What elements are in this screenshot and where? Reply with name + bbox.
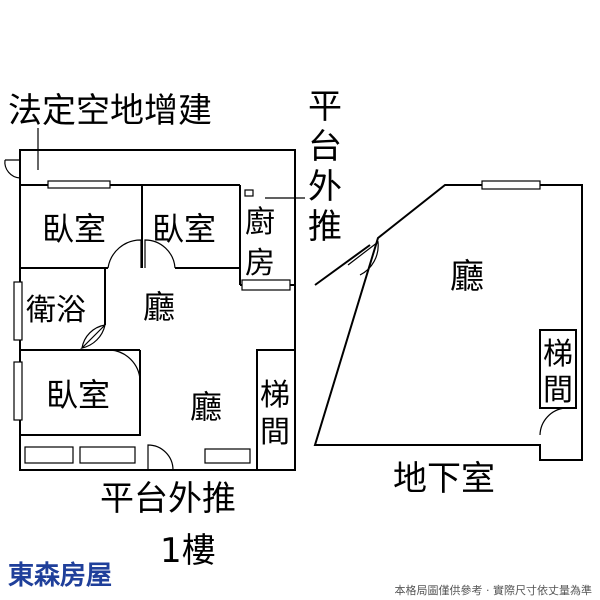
legal-space-label: 法定空地增建 [8, 91, 212, 131]
entry-door [4, 159, 21, 179]
basement-stair-door [539, 407, 566, 436]
bedroom-1-door [107, 239, 142, 269]
bottom-window-2 [79, 446, 136, 464]
bedroom-2-label: 臥室 [152, 210, 216, 248]
floor-1-stairwell [256, 349, 296, 471]
basement-plan [313, 180, 583, 461]
bedroom-3-window [13, 361, 23, 421]
brand-logo-text: 東森房屋 [8, 561, 112, 591]
basement-stairs-char-1: 梯 [543, 337, 573, 372]
floor-1-plan [4, 128, 305, 471]
floor-1-level-label: 1樓 [160, 531, 216, 571]
bedroom-3-door [109, 349, 141, 381]
bathroom-door [80, 324, 106, 350]
platform-right-char-2: 台 [308, 127, 342, 167]
bedroom-3-label: 臥室 [46, 376, 110, 414]
platform-right-label: 平 台 外 推 [308, 87, 342, 247]
floor-1-stairs-label: 梯 間 [260, 378, 290, 450]
bathroom-window [13, 281, 23, 341]
platform-right-char-3: 外 [308, 167, 342, 207]
bedroom-1-walls [20, 184, 241, 285]
basement-window [481, 180, 541, 190]
bottom-window-3 [204, 448, 251, 464]
basement-outer-wall [313, 184, 583, 461]
platform-right-char-4: 推 [308, 207, 342, 247]
kitchen-label: 廚 房 [245, 205, 275, 281]
basement-stairs-char-2: 間 [543, 373, 573, 408]
platform-bottom-label: 平台外推 [100, 479, 236, 519]
floor-1-stairs-char-2: 間 [260, 415, 290, 450]
kitchen-window [241, 279, 291, 291]
bedroom-1-window [47, 180, 111, 189]
basement-hall-label: 廳 [450, 257, 484, 297]
kitchen-char-2: 房 [245, 246, 275, 281]
bathroom-label: 衛浴 [26, 293, 86, 328]
platform-right-char-1: 平 [308, 87, 342, 127]
floor-1-stairs-char-1: 梯 [260, 378, 290, 413]
hall-upper-label: 廳 [143, 288, 175, 326]
bedroom-2-door [144, 239, 176, 269]
basement-stairs-label: 梯 間 [543, 337, 573, 408]
hall-lower-label: 廳 [190, 388, 222, 426]
front-door [147, 444, 174, 471]
basement-level-label: 地下室 [393, 459, 495, 499]
kitchen-char-1: 廚 [245, 205, 275, 240]
bedroom-2-window [244, 189, 254, 197]
basement-door [347, 240, 379, 276]
bedroom-1-label: 臥室 [42, 210, 106, 248]
disclaimer-text: 本格局圖僅供參考 · 實際尺寸依丈量為準 [395, 583, 593, 597]
bottom-window-1 [24, 446, 74, 464]
basement-stairwell [539, 329, 577, 409]
